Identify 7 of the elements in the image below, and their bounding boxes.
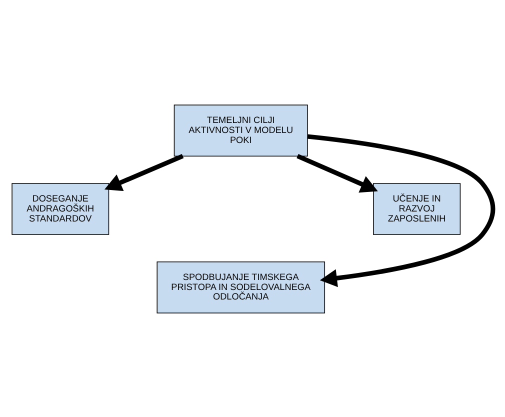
- node-box: DOSEGANJE ANDRAGOŠKIH STANDARDOV: [12, 182, 110, 234]
- node-box: UČENJE IN RAZVOJ ZAPOSLENIH: [373, 182, 461, 234]
- node-box: TEMELJNI CILJI AKTIVNOSTI V MODELU POKI: [174, 104, 308, 156]
- arrow: [296, 153, 378, 192]
- node-box: SPODBUJANJE TIMSKEGA PRISTOPA IN SODELOVALNEGA ODLOČANJA: [156, 261, 326, 313]
- arrow: [104, 153, 184, 190]
- arrow: [307, 134, 496, 287]
